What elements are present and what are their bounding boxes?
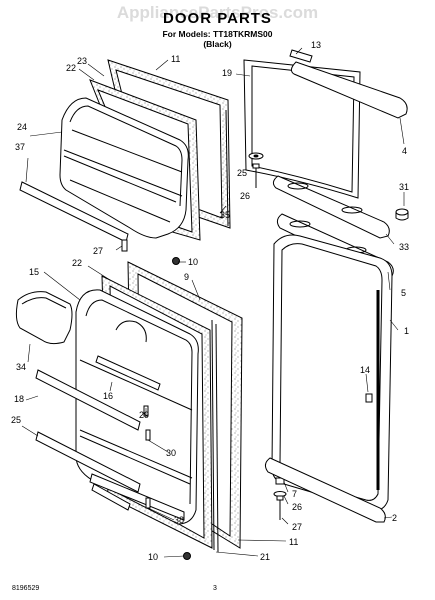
screw-27-lower-part	[276, 495, 284, 520]
callout-14: 14	[360, 365, 370, 375]
model-number-line: For Models: TT18TKRMS00	[162, 29, 273, 39]
freezer-handle-trim-part	[290, 61, 408, 119]
callout-31: 31	[399, 182, 409, 192]
freezer-handle-part	[272, 175, 390, 239]
callout-13: 13	[311, 40, 321, 50]
door-stop-part	[365, 393, 373, 403]
callout-11-lower: 11	[289, 537, 298, 547]
callout-21: 21	[260, 552, 270, 562]
callout-4: 4	[402, 146, 407, 156]
callout-27-upper: 26	[240, 191, 250, 201]
callout-10-upper: 10	[188, 257, 198, 267]
screw-27-upper-part	[252, 163, 260, 188]
callout-19: 19	[222, 68, 232, 78]
callout-25: 25	[11, 415, 21, 425]
hinge-part	[289, 49, 313, 63]
clip-30-part	[145, 429, 151, 441]
callout-30: 30	[166, 448, 176, 458]
callout-38: 38	[174, 515, 184, 525]
callout-29-upper: 27	[93, 246, 103, 256]
shelf-bar-part	[95, 355, 161, 391]
gasket-strip-21-part	[211, 319, 219, 553]
callout-26-upper: 25	[237, 168, 247, 178]
callout-33: 33	[399, 242, 409, 252]
callout-23: 23	[77, 56, 87, 66]
callout-26-lower: 26	[292, 502, 302, 512]
callout-34: 35	[220, 210, 230, 220]
callout-7: 7	[292, 489, 297, 499]
screw-lower-part	[183, 552, 191, 560]
callout-10-lower: 10	[148, 552, 158, 562]
watermark-text: AppliancePartsPros.com	[116, 3, 319, 22]
dairy-door-part	[15, 291, 73, 345]
color-line: (Black)	[203, 39, 232, 49]
fresh-food-shelf-assembly-part	[75, 289, 199, 525]
callout-18: 18	[14, 394, 24, 404]
washer-upper-part	[248, 152, 264, 160]
callout-2: 2	[392, 513, 397, 523]
page-title: DOOR PARTS	[163, 10, 272, 27]
document-number: 8196529	[12, 585, 40, 592]
callout-5: 5	[401, 288, 406, 298]
shelf-rail-18-part	[35, 369, 141, 431]
plug-part	[395, 208, 409, 221]
freezer-gasket-strip-part	[225, 109, 229, 227]
callout-1: 1	[404, 326, 409, 336]
callout-27-lower: 27	[292, 522, 302, 532]
callout-11-upper: 11	[171, 54, 180, 64]
leader-lines	[21, 47, 405, 558]
clip-upper-part	[121, 239, 128, 252]
freezer-shelf-assembly-part	[59, 97, 189, 239]
callout-16: 16	[103, 391, 113, 401]
callout-37: 37	[15, 142, 25, 152]
callout-24: 24	[17, 122, 27, 132]
callout-15: 15	[29, 267, 39, 277]
bottom-trim-part	[264, 457, 386, 523]
callout-22-upper: 22	[66, 63, 76, 73]
clip-38-part	[145, 497, 151, 509]
callout-29-lower: 29	[139, 410, 149, 420]
model-subtitle: For Models: TT18TKRMS00 (Black)	[0, 29, 435, 49]
callout-22-lower: 22	[72, 258, 82, 268]
shelf-rail-38-part	[89, 473, 185, 521]
shelf-rail-25-part	[35, 431, 141, 493]
page-number: 3	[213, 585, 217, 592]
callout-9: 9	[184, 272, 189, 282]
callout-35: 34	[16, 362, 26, 372]
screw-upper-part	[172, 257, 180, 265]
callout-labels: 13 19 11 22 23 24 37 4 25 26 31 35 33 27…	[11, 40, 409, 562]
